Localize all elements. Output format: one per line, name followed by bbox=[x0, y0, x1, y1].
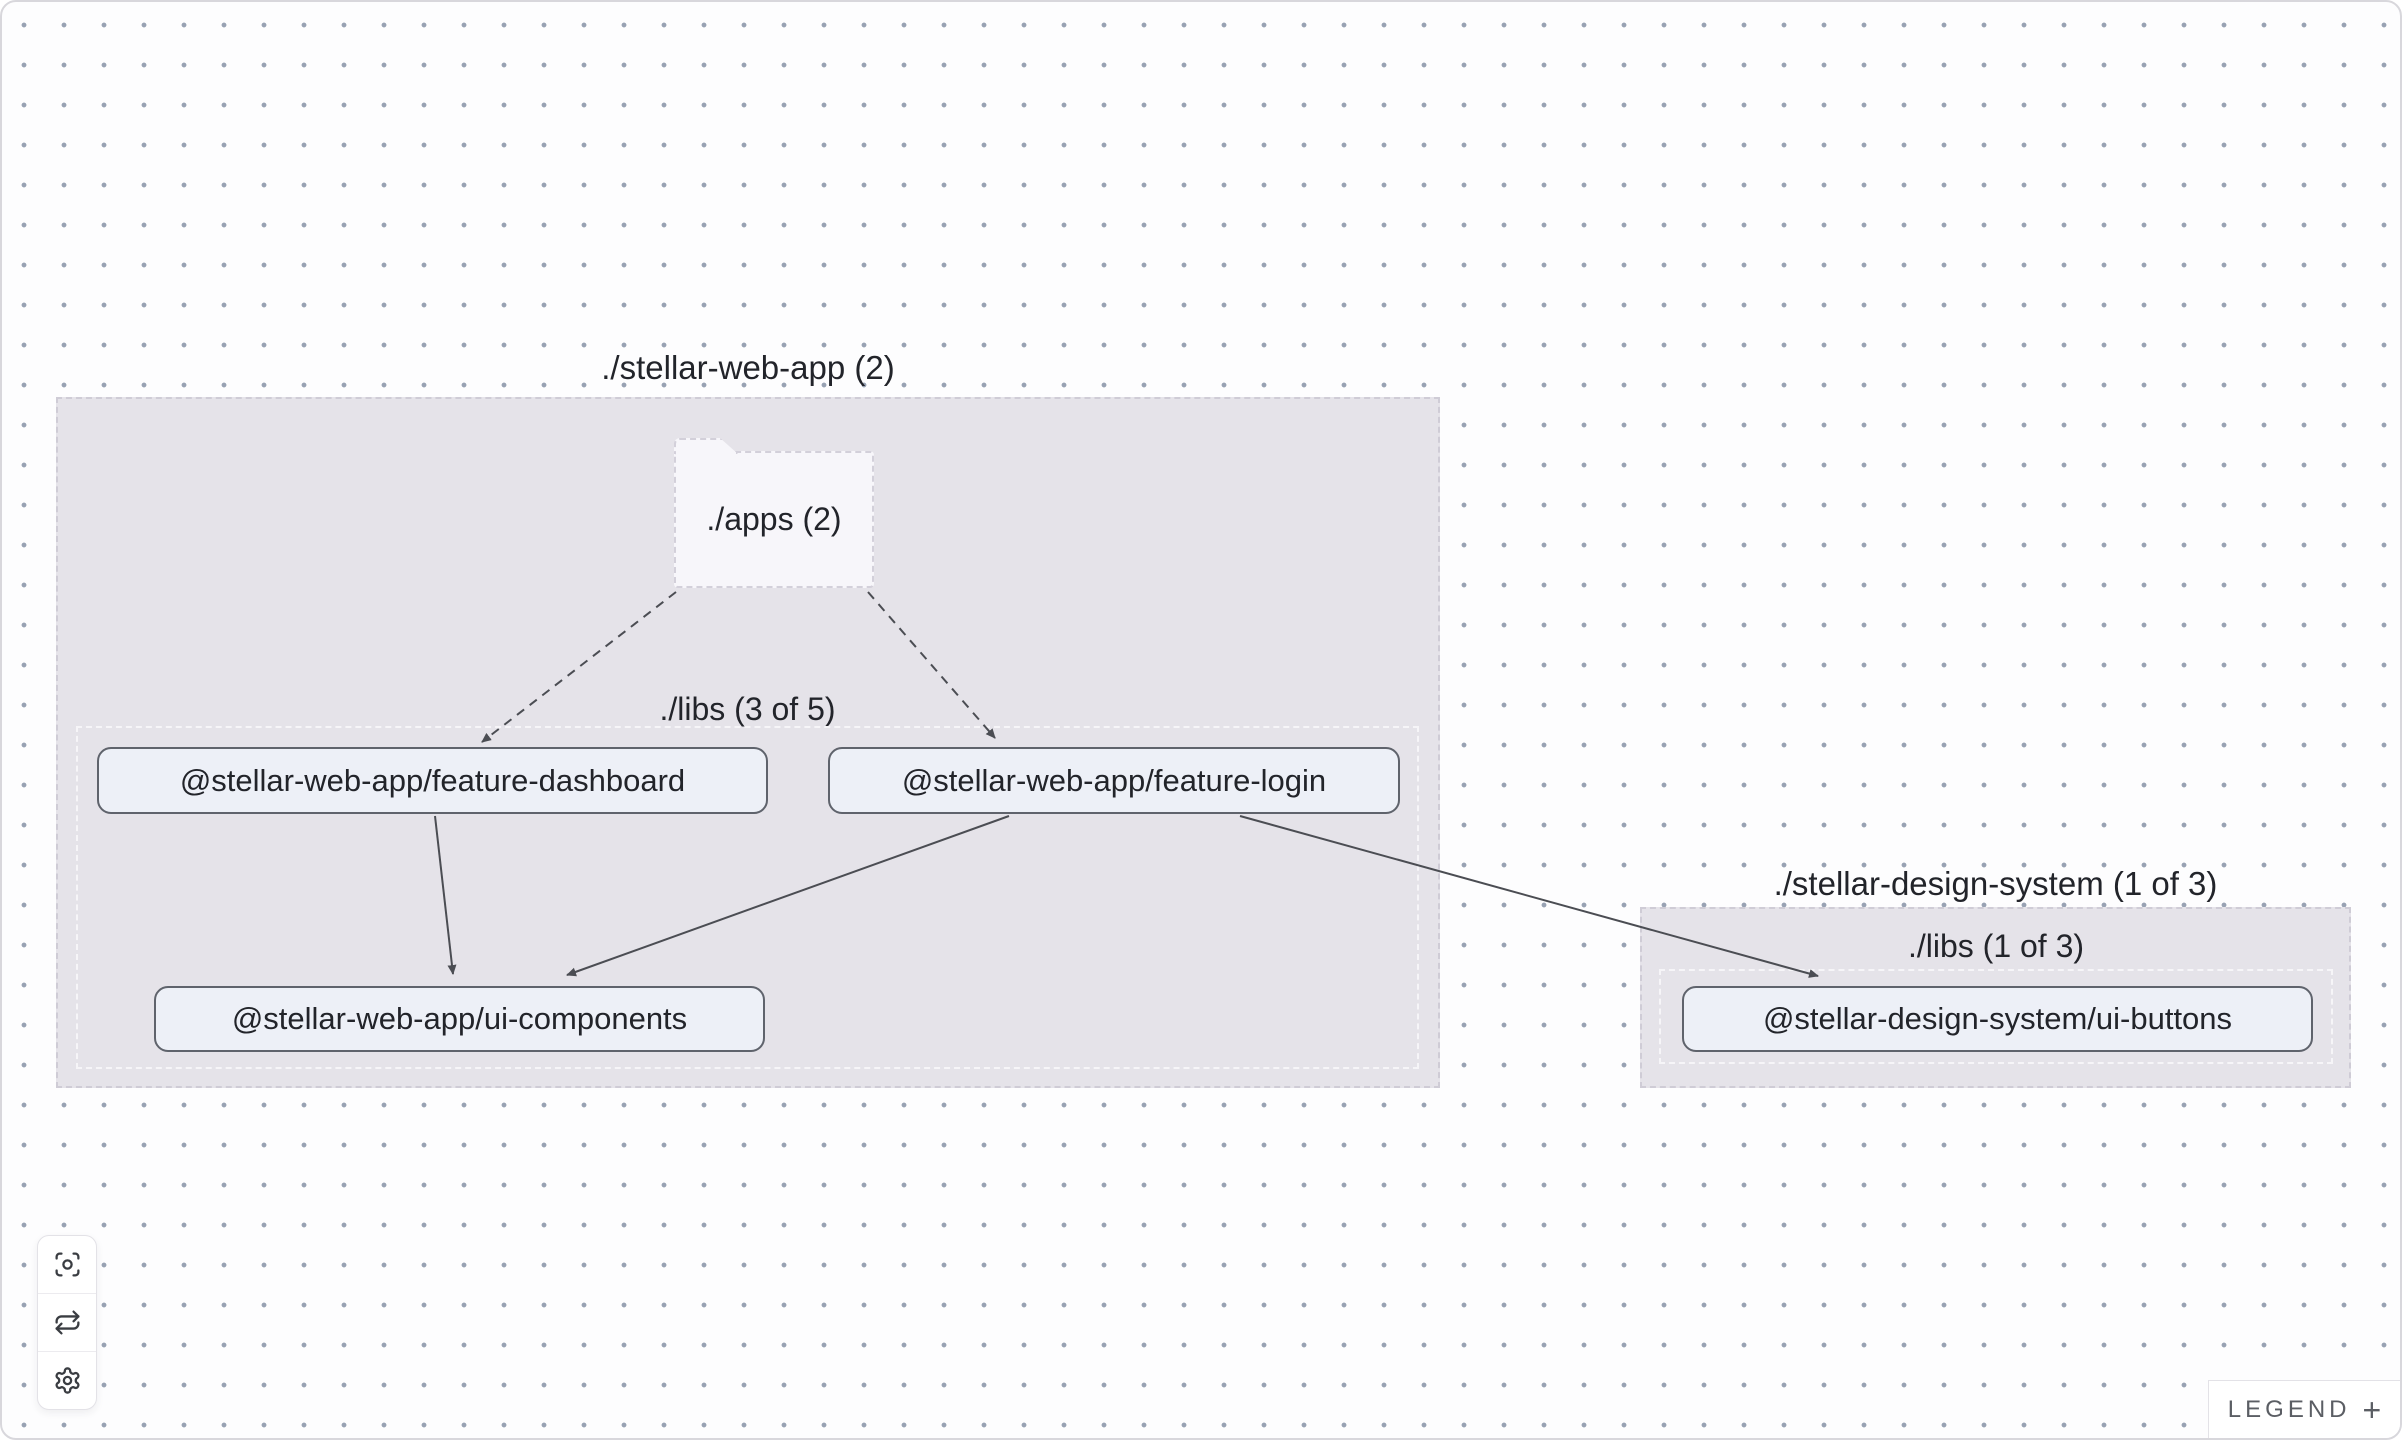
settings-button[interactable] bbox=[38, 1351, 96, 1409]
node-ui-components[interactable]: @stellar-web-app/ui-components bbox=[154, 986, 765, 1052]
legend-label: LEGEND bbox=[2227, 1395, 2351, 1423]
group-stellar-web-app: ./apps (2) ./libs (3 of 5) @stellar-web-… bbox=[56, 397, 1440, 1088]
group-label-stellar-web-app: ./stellar-web-app (2) bbox=[601, 349, 895, 386]
group-design-system-libs bbox=[1659, 969, 2333, 1064]
refresh-icon bbox=[54, 1310, 80, 1335]
graph-toolbar bbox=[37, 1235, 97, 1410]
group-stellar-design-system: ./libs (1 of 3) @stellar-design-system/u… bbox=[1640, 907, 2351, 1088]
folder-node-apps[interactable]: ./apps (2) bbox=[674, 451, 874, 588]
legend-toggle[interactable]: LEGEND + bbox=[2208, 1380, 2400, 1438]
folder-node-apps-label: ./apps (2) bbox=[706, 501, 842, 537]
plus-icon: + bbox=[2362, 1391, 2382, 1428]
node-feature-dashboard[interactable]: @stellar-web-app/feature-dashboard bbox=[97, 747, 768, 814]
focus-button[interactable] bbox=[38, 1236, 96, 1293]
focus-icon bbox=[54, 1252, 80, 1277]
group-label-design-system-libs: ./libs (1 of 3) bbox=[1907, 928, 2085, 964]
node-feature-login[interactable]: @stellar-web-app/feature-login bbox=[828, 747, 1400, 814]
gear-icon bbox=[54, 1367, 80, 1394]
group-label-stellar-design-system: ./stellar-design-system (1 of 3) bbox=[1773, 865, 2218, 902]
group-label-web-app-libs: ./libs (3 of 5) bbox=[659, 691, 836, 727]
node-ui-buttons[interactable]: @stellar-design-system/ui-buttons bbox=[1682, 986, 2313, 1052]
refresh-button[interactable] bbox=[38, 1293, 96, 1351]
